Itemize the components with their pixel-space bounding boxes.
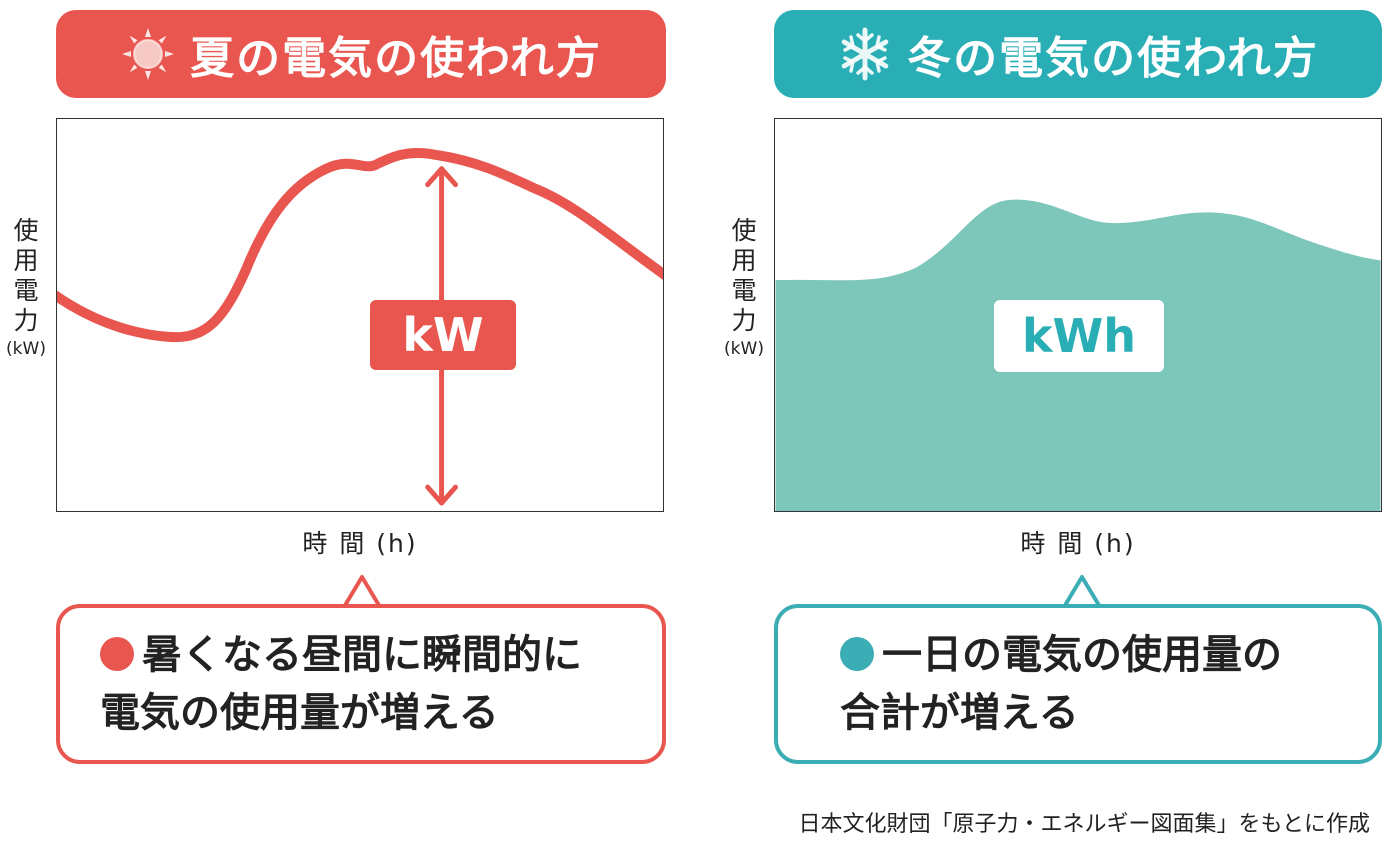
winter-callout-text-1: 一日の電気の使用量の (882, 632, 1282, 678)
y-label-char: 力 (731, 306, 757, 335)
sun-icon (122, 28, 175, 80)
winter-callout-text-2: 合計が増える (840, 690, 1079, 736)
source-credit: 日本文化財団「原子力・エネルギー図面集」をもとに作成 (798, 812, 1370, 837)
winter-x-axis-label: 時 間 (h) (1020, 529, 1136, 558)
y-label-char: 力 (13, 306, 39, 335)
winter-bubble-tail (1062, 575, 1102, 608)
y-label-char: 使 (13, 216, 39, 245)
y-label-char: 電 (13, 276, 39, 305)
summer-demand-curve (57, 148, 663, 506)
summer-y-axis-label: 使 用 電 力 (kW) (0, 216, 52, 362)
summer-callout: 暑くなる昼間に瞬間的に 電気の使用量が増える (56, 604, 666, 764)
snowflake-icon (841, 27, 889, 81)
y-label-char: 使 (731, 216, 757, 245)
winter-header: 冬の電気の使われ方 (774, 10, 1382, 98)
y-label-char: 用 (731, 246, 757, 275)
summer-title: 夏の電気の使われ方 (190, 33, 602, 84)
bullet-dot (840, 637, 874, 671)
summer-callout-text-2: 電気の使用量が増える (100, 690, 499, 736)
summer-header: 夏の電気の使われ方 (56, 10, 666, 98)
callout-line-1: 一日の電気の使用量の (840, 626, 1282, 684)
summer-callout-text-1: 暑くなる昼間に瞬間的に (142, 632, 582, 678)
y-label-unit: (kW) (6, 339, 46, 359)
y-label-char: 用 (13, 246, 39, 275)
kwh-badge: kWh (994, 300, 1164, 372)
winter-callout: 一日の電気の使用量の 合計が増える (774, 604, 1382, 764)
winter-title: 冬の電気の使われ方 (907, 33, 1319, 84)
y-label-unit: (kW) (724, 339, 764, 359)
callout-line-1: 暑くなる昼間に瞬間的に (100, 626, 582, 684)
summer-bubble-tail (342, 575, 382, 608)
bullet-dot (100, 637, 134, 671)
summer-x-axis-label: 時 間 (h) (302, 529, 418, 558)
summer-plot (56, 118, 664, 512)
winter-y-axis-label: 使 用 電 力 (kW) (718, 216, 770, 362)
y-label-char: 電 (731, 276, 757, 305)
kw-badge: kW (370, 300, 516, 370)
